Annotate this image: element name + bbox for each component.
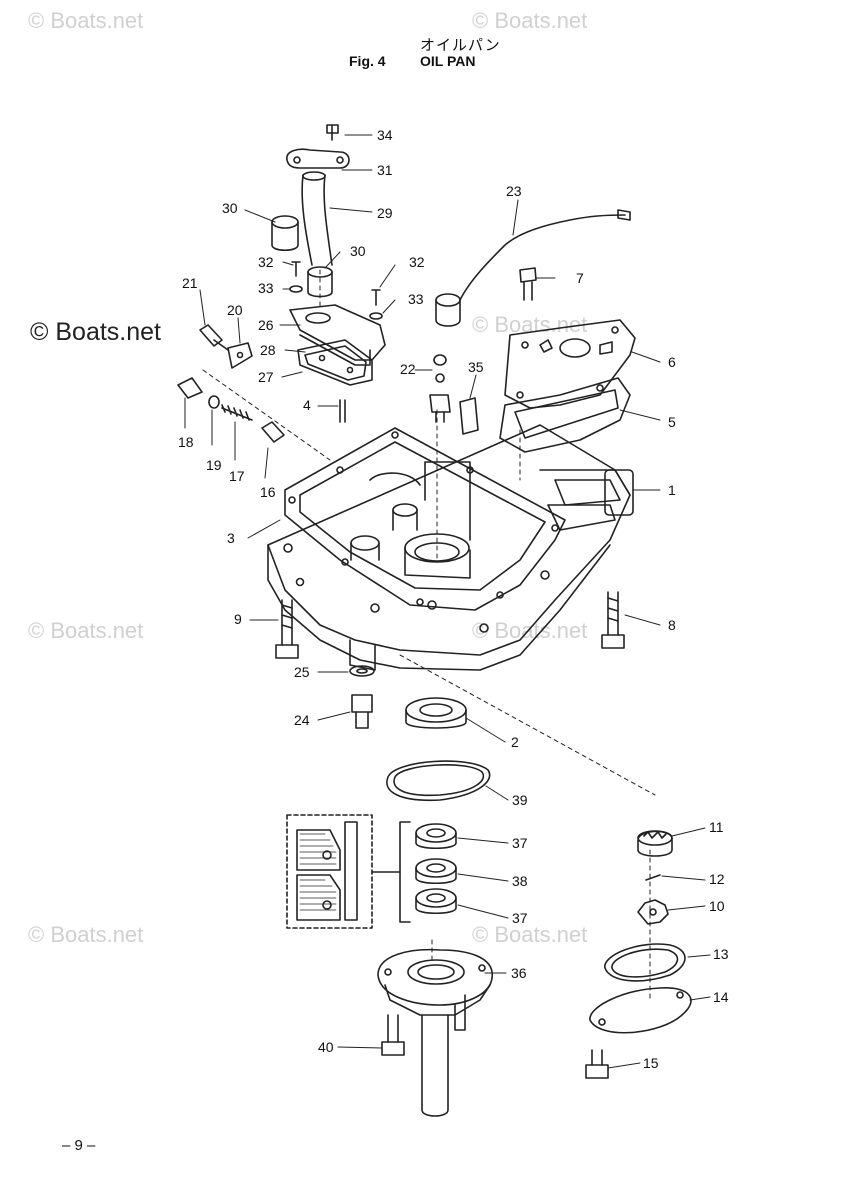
part-number: 16	[260, 484, 276, 500]
leader-lines	[184, 134, 711, 1069]
figure-number: Fig. 4	[349, 53, 386, 69]
part-number: 4	[303, 397, 311, 413]
part-number: 37	[512, 910, 528, 926]
part-number: 40	[318, 1039, 334, 1055]
part-number: 9	[234, 611, 242, 627]
part-number: 27	[258, 369, 274, 385]
watermark: © Boats.net	[472, 618, 588, 643]
part-number: 26	[258, 317, 274, 333]
japanese-title: オイルパン	[420, 37, 501, 54]
part-number: 11	[709, 819, 724, 835]
part-number: 34	[377, 127, 393, 143]
gasket	[284, 427, 566, 611]
part-number: 33	[408, 291, 424, 307]
bearing-stack	[415, 823, 457, 915]
watermark: © Boats.net	[28, 618, 144, 643]
oil-pan-interior	[350, 461, 471, 579]
part-number: 17	[229, 468, 245, 484]
side-cover-assembly	[499, 267, 636, 453]
part-number: 3	[227, 530, 235, 546]
part-number: 29	[377, 205, 393, 221]
assembly-reference-lines	[202, 269, 656, 1001]
relief-valve-parts	[177, 324, 346, 443]
part-number: 37	[512, 835, 528, 851]
part-number: 23	[506, 183, 522, 199]
part-number: 19	[206, 457, 222, 473]
part-number: 25	[294, 664, 310, 680]
watermark: © Boats.net	[472, 8, 588, 33]
part-number: 7	[576, 270, 584, 286]
cross-section-inset	[286, 814, 411, 929]
part-number: 6	[668, 354, 676, 370]
part-number-labels: 34 31 29 30 30 32 33 32 33 26 28 27 21 2…	[178, 127, 729, 1071]
part-number: 14	[713, 989, 729, 1005]
part-number: 38	[512, 873, 528, 889]
part-number: 24	[294, 712, 310, 728]
pump-housing	[377, 948, 493, 1117]
part-number: 30	[222, 200, 238, 216]
figure-title: OIL PAN	[420, 53, 476, 69]
part-number: 36	[511, 965, 527, 981]
part-number: 10	[709, 898, 725, 914]
part-number: 13	[713, 946, 729, 962]
part-number: 2	[511, 734, 519, 750]
part-number: 12	[709, 871, 725, 887]
oil-seal-and-oring	[386, 697, 491, 802]
part-number: 32	[258, 254, 274, 270]
cover-plate-assembly	[289, 304, 386, 386]
pump-rotors-and-cover	[585, 830, 692, 1079]
part-number: 31	[377, 162, 393, 178]
part-number: 32	[409, 254, 425, 270]
part-number: 30	[350, 243, 366, 259]
oil-pan-body	[267, 424, 634, 671]
part-number: 20	[227, 302, 243, 318]
page-number: – 9 –	[62, 1137, 96, 1154]
watermark: © Boats.net	[28, 922, 144, 947]
watermark: © Boats.net	[28, 8, 144, 33]
part-number: 15	[643, 1055, 659, 1071]
part-number: 18	[178, 434, 194, 450]
part-number: 39	[512, 792, 528, 808]
bolts-and-plug	[275, 591, 625, 729]
part-number: 35	[468, 359, 484, 375]
part-number: 8	[668, 617, 676, 633]
part-number: 21	[182, 275, 198, 291]
part-number: 28	[260, 342, 276, 358]
watermark-dark: © Boats.net	[30, 318, 161, 346]
part-number: 1	[668, 482, 676, 498]
part-number: 33	[258, 280, 274, 296]
breather-assembly	[271, 124, 383, 320]
part-number: 22	[400, 361, 416, 377]
oil-sensor-and-lead	[429, 209, 631, 435]
watermark: © Boats.net	[472, 922, 588, 947]
part-number: 5	[668, 414, 676, 430]
